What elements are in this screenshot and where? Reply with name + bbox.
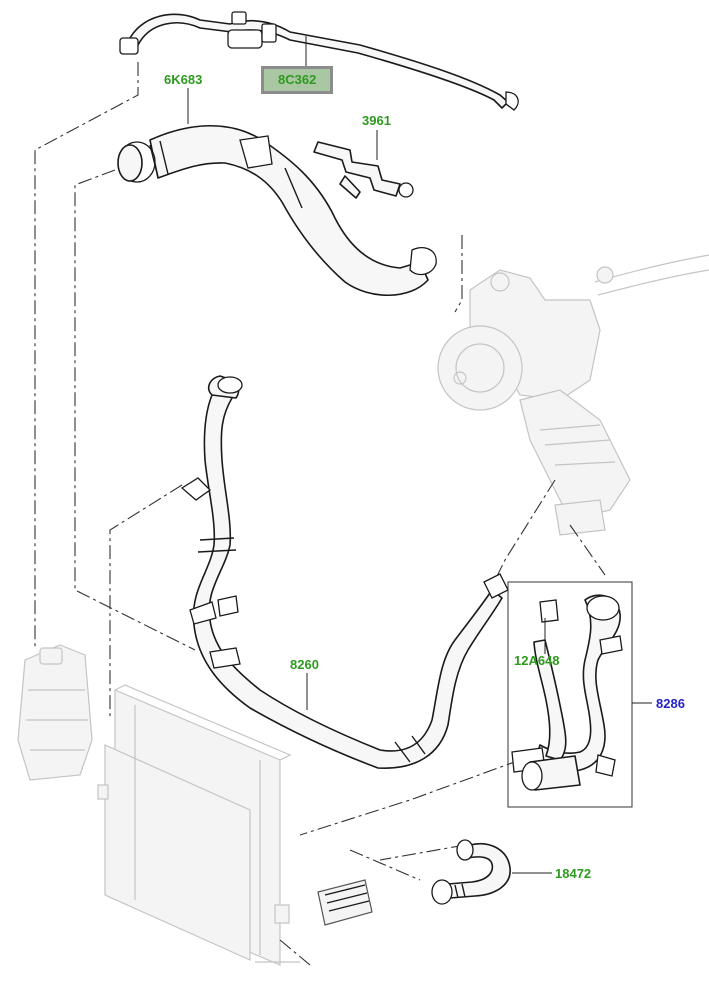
callout-18472[interactable]: 18472 — [555, 866, 592, 881]
callout-3961[interactable]: 3961 — [362, 113, 391, 128]
lower-hose-8260 — [180, 375, 509, 769]
oil-cooler — [317, 879, 373, 926]
ghosted-expansion-tank — [17, 644, 93, 781]
ghosted-water-pump-assembly — [437, 254, 709, 536]
callout-8286[interactable]: 8286 — [656, 696, 685, 711]
callout-8260[interactable]: 8260 — [290, 657, 319, 672]
connection-lines — [34, 62, 606, 966]
ghosted-radiator — [97, 684, 300, 966]
assembly-8286-outline — [507, 581, 633, 808]
breather-pipe-8C362 — [119, 11, 519, 111]
callout-8C362[interactable]: 8C362 — [261, 66, 334, 94]
assembly-8286-hoses — [511, 594, 623, 791]
oil-cooler-hose-18472 — [431, 839, 511, 905]
callout-12A648[interactable]: 12A648 — [514, 653, 560, 668]
callout-6K683[interactable]: 6K683 — [164, 72, 203, 87]
bracket-3961 — [313, 141, 414, 199]
upper-hose-6K683 — [117, 124, 437, 297]
leader-lines — [187, 36, 652, 874]
